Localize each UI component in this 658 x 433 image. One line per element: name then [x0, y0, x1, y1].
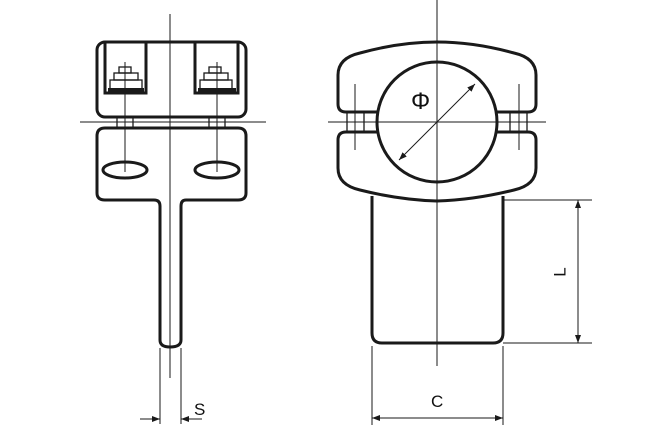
length-label: L	[550, 267, 570, 277]
thickness-label: S	[194, 400, 206, 419]
diameter-label: Φ	[411, 88, 431, 115]
side-view	[80, 14, 266, 424]
front-view	[328, 0, 592, 425]
width-label: C	[431, 392, 444, 411]
